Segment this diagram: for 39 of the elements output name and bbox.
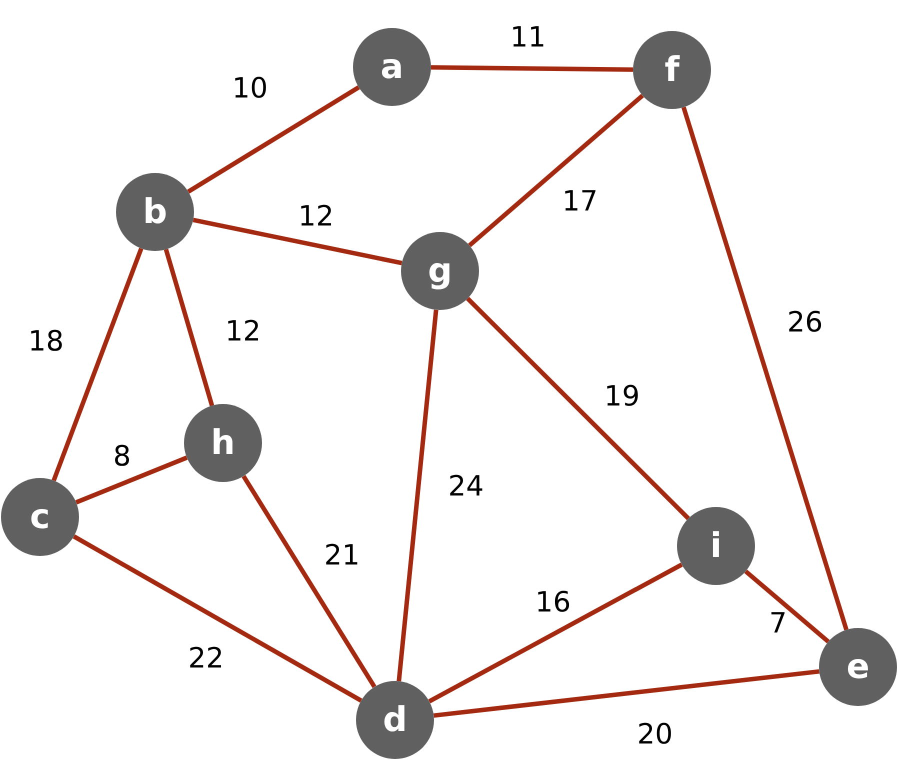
edge-weight: 8: [113, 440, 131, 472]
graph-edge: [681, 106, 849, 630]
graph-vertex: c: [1, 478, 79, 556]
graph-edge: [242, 474, 376, 688]
graph-edge: [744, 570, 830, 644]
edge-weight: 17: [562, 184, 598, 218]
graph-edge: [428, 562, 683, 704]
graph-vertex: d: [356, 681, 434, 759]
edge-weight: 24: [448, 470, 484, 502]
graph-edge: [72, 534, 362, 703]
graph-vertex: e: [819, 628, 897, 706]
edge-weight: 21: [324, 538, 360, 572]
edge-weight: 20: [637, 718, 673, 750]
graph-edge: [430, 65, 634, 72]
graph-edge: [192, 218, 402, 266]
graph-edge: [468, 94, 644, 248]
edge-weight: 22: [188, 642, 224, 674]
edge-weight: 12: [298, 200, 334, 232]
graph-edge: [52, 248, 144, 482]
edge-weight: 11: [510, 20, 546, 54]
edge-weight: 26: [787, 306, 823, 338]
graph-edge: [466, 296, 690, 520]
edge-weight: 12: [225, 314, 261, 348]
graph-vertex: f: [633, 31, 711, 109]
edge-weight: 19: [604, 380, 640, 412]
graph-vertex: b: [116, 173, 194, 251]
edge-weight: 10: [232, 72, 268, 104]
graph-edge: [187, 85, 360, 194]
graph-vertex: i: [677, 507, 755, 585]
graph-edge: [164, 248, 214, 406]
graph-vertex: h: [184, 404, 262, 482]
graph-vertex: g: [401, 232, 479, 310]
graph-edge: [433, 669, 820, 718]
graph-edge: [75, 456, 188, 504]
graph-edge: [396, 310, 438, 682]
edge-weight: 7: [769, 606, 787, 640]
graph-vertex: a: [353, 28, 431, 106]
edge-weight: 16: [535, 586, 571, 618]
edge-weight: 18: [28, 324, 64, 358]
